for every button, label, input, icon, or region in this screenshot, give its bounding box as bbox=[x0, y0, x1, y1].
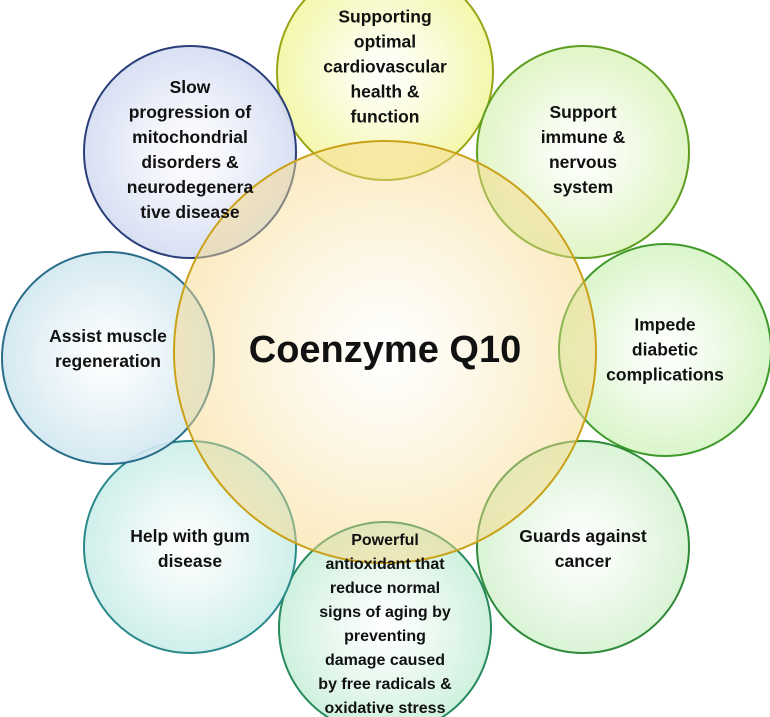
label-top: Supporting optimal cardiovascular health… bbox=[323, 6, 447, 127]
label-top-right: Support immune & nervous system bbox=[540, 102, 626, 197]
label-bottom-right: Guards against cancer bbox=[519, 526, 647, 571]
center-label: Coenzyme Q10 bbox=[248, 329, 522, 371]
label-left: Assist muscle regeneration bbox=[49, 326, 167, 371]
center-circle bbox=[173, 140, 597, 564]
label-right: Impede diabetic complications bbox=[606, 314, 724, 385]
label-top-left: Slow progression of mitochondrial disord… bbox=[126, 77, 254, 222]
label-bottom-left: Help with gum disease bbox=[130, 526, 250, 571]
label-bottom: Powerful antioxidant that reduce normal … bbox=[318, 532, 452, 717]
